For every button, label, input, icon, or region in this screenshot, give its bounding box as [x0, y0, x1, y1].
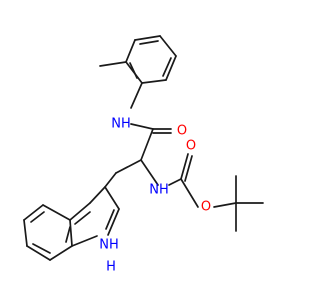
- molecule-structure: NH O NH O O NH H: [23, 35, 264, 275]
- indole-nh-label: NH: [99, 238, 119, 253]
- ester-o-label: O: [201, 200, 211, 215]
- indole-ring: [23, 186, 120, 261]
- bond: [107, 208, 120, 236]
- carbamate-nh-label: NH: [149, 183, 169, 198]
- bond: [134, 35, 161, 41]
- carbonyl-o-label: O: [186, 139, 196, 154]
- methyl-bond: [99, 61, 127, 67]
- alpha-bond: [140, 128, 154, 161]
- carbamate-carbonyl-up-bond: [184, 155, 193, 182]
- carbamate-carbonyl-to-ester-o-bond: [180, 178, 199, 208]
- bond: [141, 79, 167, 84]
- benzo-bond: [26, 245, 51, 261]
- alpha-to-methylene-bond: [115, 159, 142, 174]
- bond: [162, 57, 172, 77]
- aryl-to-nh-bond: [130, 82, 143, 109]
- bond: [104, 186, 120, 210]
- benzo-bond: [23, 204, 44, 221]
- benzo-bond: [23, 219, 28, 247]
- bond: [165, 55, 177, 81]
- alpha-to-carbamate-nh-bond: [140, 159, 159, 186]
- bond: [139, 40, 159, 45]
- bond: [71, 235, 98, 247]
- bond: [69, 219, 73, 247]
- benzo-double-bond: [30, 211, 45, 223]
- benzo-bond: [42, 204, 71, 221]
- benzo-double-bond: [65, 226, 71, 243]
- bond: [69, 202, 91, 221]
- benzo-double-bond: [32, 243, 51, 254]
- amide-o-label: O: [177, 124, 187, 139]
- bond: [74, 211, 91, 225]
- amide-nh-label: NH: [111, 117, 131, 132]
- methylene-to-indole-bond: [104, 172, 117, 188]
- bond: [129, 62, 138, 79]
- tolyl-ring: [99, 35, 177, 109]
- benzo-bond: [49, 245, 73, 261]
- bond: [105, 209, 115, 230]
- carbamate-nh-to-carbonyl-bond: [168, 178, 182, 186]
- ester-o-to-quaternary-c-bond: [213, 202, 237, 208]
- nh-to-amide-carbon-bond: [130, 123, 154, 130]
- carbamate-carbonyl-up-bond: [180, 153, 189, 180]
- bond: [159, 35, 177, 57]
- atom-labels: NH O NH O O NH H: [99, 117, 211, 275]
- indole-h-label: H: [106, 260, 116, 275]
- tert-butyl-group: [213, 175, 264, 232]
- backbone: [104, 123, 199, 208]
- bond: [89, 186, 106, 204]
- bond: [125, 39, 136, 63]
